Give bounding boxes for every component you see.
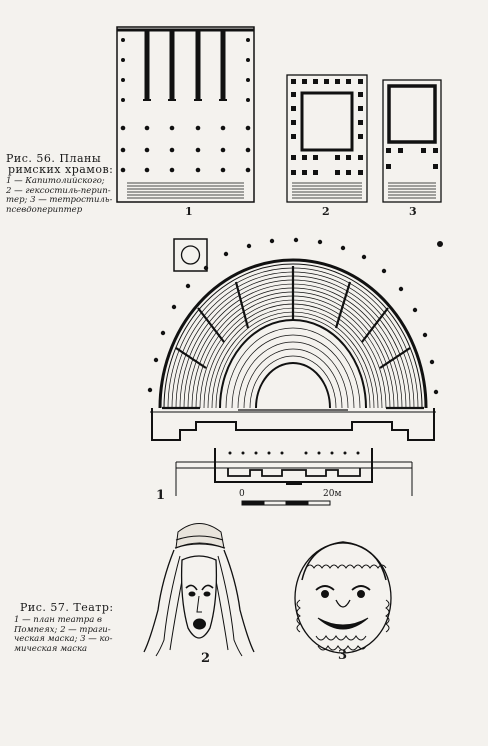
figure-56-desc-line-3: тер; 3 — тетростиль- [6, 195, 113, 205]
scale-end-label: 20м [323, 489, 342, 499]
hexastyle-peripteros-plan [286, 74, 368, 203]
figure-56-title-line-1: Рис. 56. Планы [6, 152, 102, 165]
scale-bar [241, 500, 331, 506]
tetrastyle-pseudoperipteros-plan [382, 79, 442, 203]
figure-57-title: Рис. 57. Театр: [20, 601, 114, 614]
theatre-plan-label: 1 [156, 488, 166, 503]
figure-57-caption: Рис. 57. Театр: 1 — план театра в Помпея… [14, 602, 118, 654]
figure-57-desc-line-3: ческая маска; 3 — ко- [14, 634, 113, 644]
comic-mask [294, 541, 392, 654]
figure-56-desc-line-4: псевдопериптер [6, 204, 83, 215]
figure-57-desc-line-4: мическая маска [14, 643, 88, 654]
tragic-mask [143, 523, 255, 657]
figure-56-label-3: 3 [409, 205, 417, 218]
cavea-seating [158, 258, 428, 410]
figure-57-desc-line-2: Помпеях; 2 — траги- [14, 624, 111, 635]
marker-dot [437, 241, 443, 247]
figure-56-desc-line-1: 1 — Капитолийского; [6, 176, 105, 186]
figure-56-label-2: 2 [322, 205, 330, 218]
tragic-mask-label: 2 [201, 651, 211, 666]
comic-mask-label: 3 [338, 648, 348, 663]
outer-buttresses [147, 237, 439, 395]
figure-57-desc-line-1: 1 — план театра в [14, 615, 102, 625]
figure-56-caption: Рис. 56. Планы римских храмов: 1 — Капит… [6, 153, 114, 215]
figure-56-desc-line-2: 2 — гексостиль-перип- [6, 185, 111, 196]
stage-building [150, 408, 436, 496]
scale-start-label: 0 [239, 489, 245, 499]
figure-56-title-line-2: римских храмов: [8, 163, 114, 176]
figure-56-label-1: 1 [185, 205, 193, 218]
stage-columns [228, 451, 360, 455]
capitoline-temple-plan [116, 26, 255, 203]
compass-symbol [173, 238, 208, 272]
